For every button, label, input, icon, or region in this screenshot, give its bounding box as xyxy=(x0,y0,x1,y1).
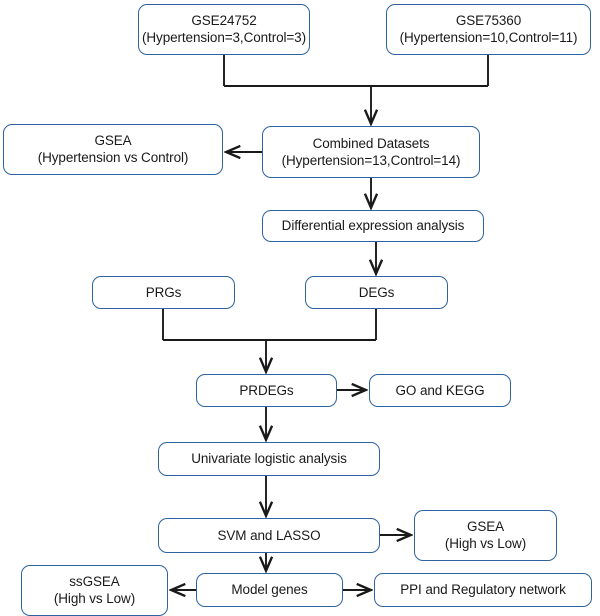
node-ssgsea-high-vs-low-line-2: (High vs Low) xyxy=(53,591,136,606)
node-univariate-logistic-analysis-line-1: Univariate logistic analysis xyxy=(191,451,347,467)
node-gsea-hypertension-vs-control-line-1: GSEA xyxy=(94,133,132,149)
node-gse75360[interactable]: GSE75360 (Hypertension=10,Control=11) xyxy=(386,4,591,55)
node-combined-datasets-line-1: Combined Datasets xyxy=(312,135,430,151)
node-gsea-hypertension-vs-control[interactable]: GSEA (Hypertension vs Control) xyxy=(3,124,223,175)
node-gse75360-line-2: (Hypertension=10,Control=11) xyxy=(399,30,578,45)
node-ssgsea-high-vs-low-line-1: ssGSEA xyxy=(69,574,120,590)
node-gse75360-line-1: GSE75360 xyxy=(455,13,522,29)
node-prgs-line-1: PRGs xyxy=(145,284,182,300)
node-univariate-logistic-analysis[interactable]: Univariate logistic analysis xyxy=(158,442,380,476)
node-go-and-kegg[interactable]: GO and KEGG xyxy=(369,374,511,407)
node-differential-expression-analysis[interactable]: Differential expression analysis xyxy=(262,210,484,242)
node-differential-expression-analysis-line-1: Differential expression analysis xyxy=(281,218,465,234)
node-svm-and-lasso-line-1: SVM and LASSO xyxy=(217,527,321,543)
node-prdegs[interactable]: PRDEGs xyxy=(196,374,337,407)
node-combined-datasets[interactable]: Combined Datasets (Hypertension=13,Contr… xyxy=(262,126,480,178)
node-ppi-and-regulatory-network[interactable]: PPI and Regulatory network xyxy=(374,573,592,607)
node-ppi-and-regulatory-network-line-1: PPI and Regulatory network xyxy=(400,582,566,598)
node-gsea-high-vs-low-line-2: (High vs Low) xyxy=(444,536,527,551)
node-degs[interactable]: DEGs xyxy=(305,276,448,309)
node-prdegs-line-1: PRDEGs xyxy=(239,382,294,398)
node-prgs[interactable]: PRGs xyxy=(92,276,235,309)
node-degs-line-1: DEGs xyxy=(358,284,395,300)
node-model-genes[interactable]: Model genes xyxy=(196,573,343,607)
node-svm-and-lasso[interactable]: SVM and LASSO xyxy=(158,518,380,553)
node-combined-datasets-line-2: (Hypertension=13,Control=14) xyxy=(281,152,461,168)
node-ssgsea-high-vs-low[interactable]: ssGSEA (High vs Low) xyxy=(21,565,168,616)
node-gse24752-line-1: GSE24752 xyxy=(191,13,257,29)
node-gse24752[interactable]: GSE24752 (Hypertension=3,Control=3) xyxy=(138,4,310,55)
node-go-and-kegg-line-1: GO and KEGG xyxy=(395,382,485,398)
node-gsea-high-vs-low[interactable]: GSEA (High vs Low) xyxy=(414,510,557,561)
node-gsea-high-vs-low-line-1: GSEA xyxy=(466,519,505,535)
node-model-genes-line-1: Model genes xyxy=(231,582,308,598)
node-gse24752-line-2: (Hypertension=3,Control=3) xyxy=(142,30,306,45)
node-gsea-hypertension-vs-control-line-2: (Hypertension vs Control) xyxy=(37,150,189,165)
